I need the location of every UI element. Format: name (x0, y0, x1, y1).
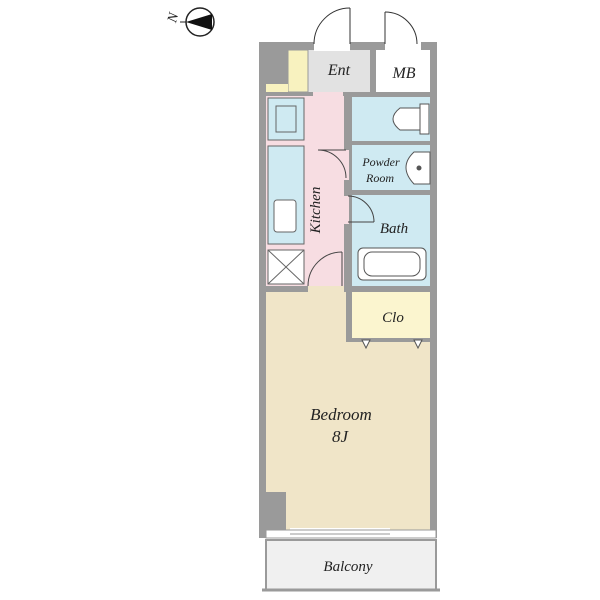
kitchen-label: Kitchen (308, 187, 324, 235)
balcony-label: Balcony (323, 559, 372, 575)
bath-label: Bath (380, 221, 408, 237)
kitchen-fixtures (267, 97, 305, 285)
bedroom-label-line2: 8J (332, 427, 350, 446)
toilet-icon (392, 103, 430, 135)
interior-walls (262, 46, 432, 342)
entrance-label: Ent (327, 62, 351, 79)
closet-label: Clo (382, 310, 404, 326)
bedroom-label-line1: Bedroom (310, 405, 372, 424)
wash-basin-icon (405, 151, 431, 185)
powder-room-label-line1: Powder (361, 155, 400, 169)
entrance-floor (308, 50, 370, 92)
bedroom-door-icon (307, 251, 343, 287)
compass-needle-icon (186, 14, 212, 30)
closet-floor (352, 292, 430, 338)
powder-room-label-line2: Room (365, 171, 394, 185)
entrance-door-icon (313, 7, 351, 45)
bathtub-icon (357, 247, 427, 281)
shoe-box (287, 49, 309, 93)
fridge-icon (267, 97, 305, 141)
meter-box-label: MB (391, 65, 415, 82)
compass: N (165, 7, 215, 37)
kitchen-door-icon (317, 149, 347, 179)
shoe-box-strip (266, 84, 288, 92)
bath-door-icon (347, 195, 375, 223)
bedroom-floor (266, 292, 430, 530)
north-label: N (165, 11, 182, 26)
closet-doors-icon (361, 339, 423, 350)
meter-box-floor (376, 50, 430, 92)
meter-box-door-icon (384, 11, 418, 45)
kitchen-sink-icon (273, 199, 297, 233)
